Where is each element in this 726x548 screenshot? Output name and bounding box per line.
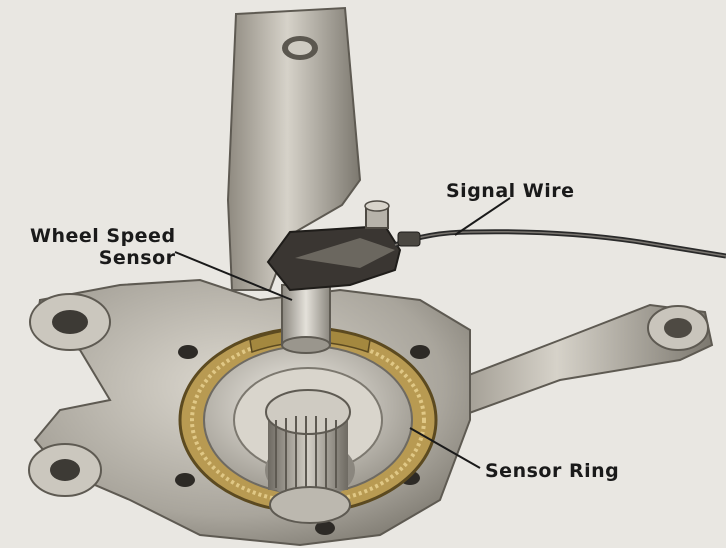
wheel-speed-sensor-label: Wheel Speed Sensor [30, 225, 176, 269]
wheel-speed-sensor-label-line1: Wheel Speed [30, 225, 176, 247]
signal-wire-leader [454, 197, 511, 236]
signal-wire [394, 229, 726, 259]
wheel-speed-sensor [266, 200, 402, 354]
wire-grommet [397, 231, 421, 247]
wheel-speed-sensor-label-line2: Sensor [98, 247, 176, 269]
wheel-speed-sensor-leader [174, 251, 293, 301]
signal-wire-label: Signal Wire [446, 180, 575, 202]
sensor-ring-label: Sensor Ring [485, 460, 620, 482]
tie-rod-arm [428, 303, 714, 422]
upper-arm [226, 6, 362, 291]
splined-axle [265, 389, 355, 524]
signal-wire-highlight [394, 230, 726, 257]
sensor-ring-leader [409, 427, 481, 469]
